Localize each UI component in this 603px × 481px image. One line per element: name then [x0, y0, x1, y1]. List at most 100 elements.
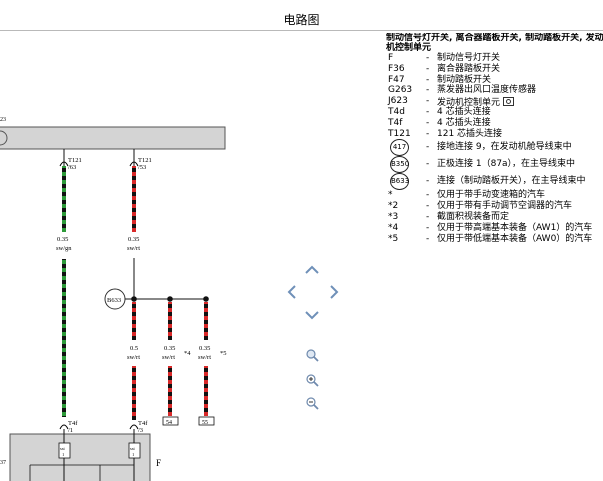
switch-f-housing: [9, 433, 151, 481]
legend-code: *4: [388, 222, 399, 233]
wire-1-color: sw/gn: [56, 245, 72, 252]
legend-code: B633: [390, 173, 409, 191]
legend-item: F -制动信号灯开关: [386, 53, 603, 64]
legend-dash: -: [426, 222, 430, 233]
legend-code: F36: [388, 63, 405, 74]
legend-code: T4f: [388, 117, 403, 128]
legend-code: J623: [388, 96, 408, 107]
bottom-left-label: 37: [0, 460, 6, 466]
zoom-out-button[interactable]: [306, 395, 319, 410]
wire-4-note: *4: [184, 350, 191, 357]
legend-desc: 离合器踏板开关: [437, 63, 501, 74]
legend-dash: -: [426, 96, 430, 107]
legend-dash: -: [426, 233, 430, 244]
t4f-1-label: T4f: [68, 420, 78, 427]
legend-dash: -: [426, 190, 430, 201]
legend-code: *5: [388, 233, 399, 244]
pan-down-button[interactable]: [305, 310, 319, 322]
connector-54: [162, 416, 179, 426]
wire-2-size: 0.35: [128, 236, 139, 243]
wire-sw-gn-upper: [62, 166, 66, 232]
camera-icon[interactable]: [503, 97, 515, 107]
legend-heading-line2: 机控制单元: [386, 43, 432, 53]
legend-code: *: [388, 190, 393, 201]
legend-desc: 4 芯插头连接: [437, 117, 491, 128]
wire-branch-main: [132, 302, 136, 340]
legend-code: G263: [388, 85, 413, 96]
control-unit-edge-circle: [0, 130, 8, 146]
wire-2-color: sw/rt: [127, 245, 140, 252]
control-unit-block: [0, 126, 226, 150]
legend-dash: -: [426, 142, 430, 153]
zoom-fit-button[interactable]: [306, 347, 319, 362]
legend-dash: -: [426, 211, 430, 222]
legend-item: 417 -接地连接 9，在发动机舱导线束中: [386, 139, 603, 157]
chevron-right-icon: [330, 285, 339, 299]
t121-63-label: T121: [68, 157, 82, 164]
zoom-in-button[interactable]: [306, 372, 319, 387]
legend-item: T121-121 芯插头连接: [386, 129, 603, 140]
t121-53-pin: /53: [138, 164, 146, 171]
page-title: 电路图: [283, 13, 320, 27]
t4f-1-pin: /1: [68, 427, 73, 434]
pan-left-button[interactable]: [287, 285, 296, 301]
t121-53-label: T121: [138, 157, 152, 164]
connector-54-label: 54: [166, 420, 172, 426]
legend-heading-line1: 制动信号灯开关, 离合器踏板开关, 制动踏板开关, 发动: [386, 33, 603, 43]
legend-desc: 制动踏板开关: [437, 74, 492, 85]
legend-item: B350-正极连接 1（87a），在主导线束中: [386, 156, 603, 174]
wire-3-size: 0.5: [130, 345, 138, 352]
legend-desc: 正极连接 1（87a），在主导线束中: [437, 159, 576, 170]
wire-branch-main-lower: [132, 366, 136, 420]
legend-desc: 仅用于带低端基本装备（AW0）的汽车: [437, 233, 593, 244]
legend-code: 417: [390, 139, 409, 157]
legend-code: *2: [388, 201, 399, 212]
junction-dot-1: [131, 296, 137, 302]
t4f-3-pin-icon: [129, 424, 139, 430]
legend-dash: -: [426, 85, 430, 96]
legend-desc: 仅用于带手动变速箱的汽车: [437, 190, 546, 201]
legend-desc: 截面积视装备而定: [437, 211, 510, 222]
legend-item: F47 -制动踏板开关: [386, 75, 603, 86]
legend-dash: -: [426, 74, 430, 85]
circuit-diagram: 23 T121 /63 T121 /53 0.35 sw/gn 0.35 sw/…: [0, 117, 227, 481]
switch-f-label: F: [156, 458, 161, 468]
legend-item: T4d-4 芯插头连接: [386, 107, 603, 118]
t4f-3-pin: /3: [138, 427, 143, 434]
pan-right-button[interactable]: [330, 285, 339, 301]
legend-desc: 4 芯插头连接: [437, 106, 491, 117]
wire-branch-5: [204, 302, 208, 340]
legend-item: *4-仅用于带高端基本装备（AW1）的汽车: [386, 223, 603, 234]
zoom-in-icon: [306, 374, 319, 387]
t4f-1-pin-icon: [59, 424, 69, 430]
connector-55: [198, 416, 215, 426]
wire-5-color: sw/rt: [198, 354, 211, 361]
legend-desc: 制动信号灯开关: [437, 53, 501, 63]
wire-5-size: 0.35: [199, 345, 210, 352]
wire-branch-5-lower: [204, 366, 208, 416]
connector-55-label: 55: [202, 420, 208, 426]
legend-dash: -: [426, 53, 430, 63]
wire-4-size: 0.35: [164, 345, 175, 352]
legend-desc: 蒸发器出风口温度传感器: [437, 85, 537, 96]
header-bar: 电路图: [0, 0, 603, 32]
chevron-up-icon: [305, 265, 319, 274]
legend-code: T4d: [388, 106, 405, 117]
legend-code: T121: [388, 128, 411, 139]
legend-item: *3 -截面积视装备而定: [386, 212, 603, 223]
junction-dot-2: [167, 296, 173, 302]
legend-desc: 121 芯插头连接: [437, 128, 503, 139]
chevron-down-icon: [305, 311, 319, 320]
legend-panel: 制动信号灯开关, 离合器踏板开关, 制动踏板开关, 发动 机控制单元 F-制动信…: [386, 33, 603, 244]
legend-item: F36-离合器踏板开关: [386, 64, 603, 75]
wire-5-note: *5: [220, 350, 227, 357]
legend-code: F47: [388, 74, 405, 85]
pan-up-button[interactable]: [305, 264, 319, 276]
legend-code: *3: [388, 211, 399, 222]
legend-code: F: [388, 53, 394, 63]
legend-desc: 接地连接 9，在发动机舱导线束中: [437, 142, 572, 153]
top-left-label: 23: [0, 117, 6, 123]
plug-left-line2: 1: [62, 452, 64, 457]
plug-right-line1: sst: [130, 446, 136, 451]
legend-code: B350: [390, 156, 409, 174]
